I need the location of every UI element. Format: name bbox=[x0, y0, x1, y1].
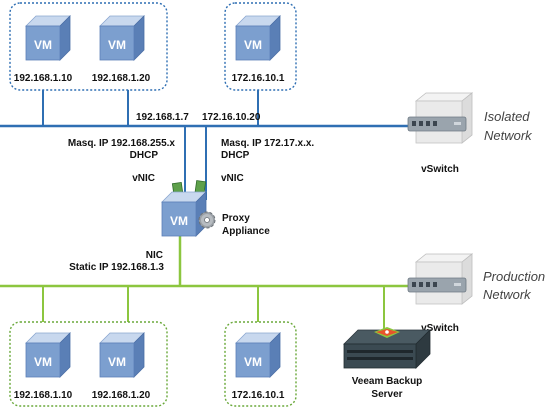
svg-text:VM: VM bbox=[244, 355, 262, 369]
svg-text:VM: VM bbox=[108, 38, 126, 52]
vm-icon: VM bbox=[235, 332, 281, 378]
vm-ip-label: 192.168.1.10 bbox=[14, 73, 73, 84]
nic-label: Static IP 192.168.1.3 bbox=[69, 262, 164, 273]
isolated-network-label: Isolated bbox=[484, 109, 530, 124]
backup-server-label: Veeam Backup bbox=[352, 376, 423, 387]
proxy-label: Appliance bbox=[222, 226, 270, 237]
proxy-label: Proxy bbox=[222, 213, 250, 224]
proxy-appliance: Masq. IP 192.168.255.x DHCP vNIC Masq. I… bbox=[68, 126, 314, 286]
nic-label: Masq. IP 172.17.x.x. bbox=[221, 138, 314, 149]
production-vm-group-box bbox=[224, 321, 297, 407]
svg-text:VM: VM bbox=[170, 214, 188, 228]
svg-text:VM: VM bbox=[244, 38, 262, 52]
svg-text:VM: VM bbox=[108, 355, 126, 369]
proxy-vm-icon: VM bbox=[161, 191, 207, 237]
vswitch-icon bbox=[407, 92, 473, 144]
gateway-ip-label: 172.16.10.20 bbox=[202, 112, 261, 123]
isolated-vm-group-box bbox=[224, 2, 297, 91]
nic-label: vNIC bbox=[132, 173, 155, 184]
gateway-ip-label: 192.168.1.7 bbox=[136, 112, 189, 123]
vm-ip-label: 172.16.10.1 bbox=[232, 73, 285, 84]
isolated-network: VM 192.168.1.10 VM 192.168.1.20 VM 172.1… bbox=[0, 2, 533, 175]
production-network-label: Production bbox=[483, 269, 545, 284]
svg-text:VM: VM bbox=[34, 355, 52, 369]
isolated-network-label: Network bbox=[484, 128, 533, 143]
gear-icon bbox=[198, 211, 216, 229]
production-vm-group-box bbox=[9, 321, 168, 407]
nic-label: NIC bbox=[146, 250, 163, 261]
backup-server-icon bbox=[343, 327, 431, 369]
vm-icon: VM bbox=[25, 332, 71, 378]
vswitch-icon bbox=[407, 253, 473, 305]
backup-server-label: Server bbox=[371, 389, 402, 400]
vswitch-label: vSwitch bbox=[421, 323, 459, 334]
nic-label: Masq. IP 192.168.255.x bbox=[68, 138, 176, 149]
vm-ip-label: 192.168.1.20 bbox=[92, 73, 151, 84]
vm-icon: VM bbox=[99, 15, 145, 61]
nic-label: DHCP bbox=[130, 150, 159, 161]
vswitch-label: vSwitch bbox=[421, 164, 459, 175]
nic-label: DHCP bbox=[221, 150, 250, 161]
vm-ip-label: 172.16.10.1 bbox=[232, 390, 285, 401]
vm-icon: VM bbox=[235, 15, 281, 61]
nic-label: vNIC bbox=[221, 173, 244, 184]
vm-icon: VM bbox=[99, 332, 145, 378]
production-network: VM 192.168.1.10 VM 192.168.1.20 VM 172.1… bbox=[0, 253, 545, 407]
production-network-label: Network bbox=[483, 287, 532, 302]
vm-ip-label: 192.168.1.10 bbox=[14, 390, 73, 401]
vm-icon: VM bbox=[25, 15, 71, 61]
svg-text:VM: VM bbox=[34, 38, 52, 52]
isolated-vm-group-box bbox=[9, 2, 168, 91]
vm-ip-label: 192.168.1.20 bbox=[92, 390, 151, 401]
